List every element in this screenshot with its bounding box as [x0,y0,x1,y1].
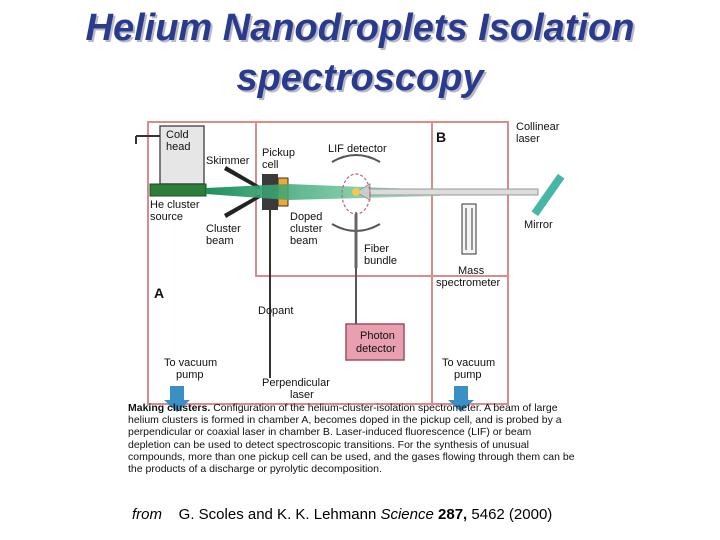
chamber-label-a: A [154,285,164,301]
label-perp-2: laser [290,389,314,401]
label-mass-2: spectrometer [436,277,501,289]
vacuum-arrow-right [448,386,474,412]
label-cluster-beam-2: beam [206,235,234,247]
caption-title: Making clusters. [128,402,211,414]
caption-body: Configuration of the helium-cluster-isol… [128,402,575,476]
label-lif: LIF detector [328,143,387,155]
label-mass-1: Mass [458,265,485,277]
label-pickup-1: Pickup [262,147,295,159]
citation-pages-year: 5462 (2000) [471,506,553,523]
spectrometer-diagram: A B Cold head Skimmer Pickup cell LIF de… [135,121,565,412]
slide-title-line-1: Helium Nanodroplets Isolation [85,7,635,49]
label-mirror: Mirror [524,219,553,231]
label-vacuum-right-2: pump [454,369,482,381]
label-cluster-beam-1: Cluster [206,223,241,235]
label-he-source-2: source [150,211,183,223]
label-skimmer: Skimmer [206,155,250,167]
chamber-outlines [147,121,509,405]
label-doped-3: beam [290,235,318,247]
chamber-label-b: B [436,129,446,145]
label-vacuum-left-1: To vacuum [164,357,217,369]
mass-spectrometer [461,203,477,255]
label-cold-head-1: Cold [166,129,189,141]
label-perp-1: Perpendicular [262,377,330,389]
citation-journal: Science [380,506,434,523]
label-collinear-1: Collinear [516,121,560,133]
he-cluster-source [149,183,207,197]
label-he-source-1: He cluster [150,199,200,211]
label-pickup-2: cell [262,159,279,171]
citation-authors: G. Scoles and K. K. Lehmann [178,506,377,523]
cluster-beam [206,184,440,200]
figure-caption: Making clusters. Configuration of the he… [128,402,576,475]
citation: from G. Scoles and K. K. Lehmann Science… [132,506,552,523]
label-vacuum-right-1: To vacuum [442,357,495,369]
label-fiber-1: Fiber [364,243,389,255]
mirror [531,173,565,217]
citation-prefix: from [132,506,162,523]
label-collinear-2: laser [516,133,540,145]
label-fiber-2: bundle [364,255,397,267]
photon-detector-box [345,268,405,361]
citation-volume: 287, [438,506,468,523]
label-doped-2: cluster [290,223,323,235]
label-doped-1: Doped [290,211,322,223]
label-vacuum-left-2: pump [176,369,204,381]
label-dopant: Dopant [258,305,293,317]
vacuum-arrow-left [164,386,190,412]
cold-head [135,125,205,185]
label-photon-2: detector [356,343,396,355]
diagram-labels: Cold head Skimmer Pickup cell LIF detect… [150,121,560,401]
label-photon-1: Photon [360,330,395,342]
slide-title-line-2: spectroscopy [236,57,484,99]
skimmer [224,166,260,218]
collinear-laser-arrow [354,183,539,201]
label-cold-head-2: head [166,141,190,153]
